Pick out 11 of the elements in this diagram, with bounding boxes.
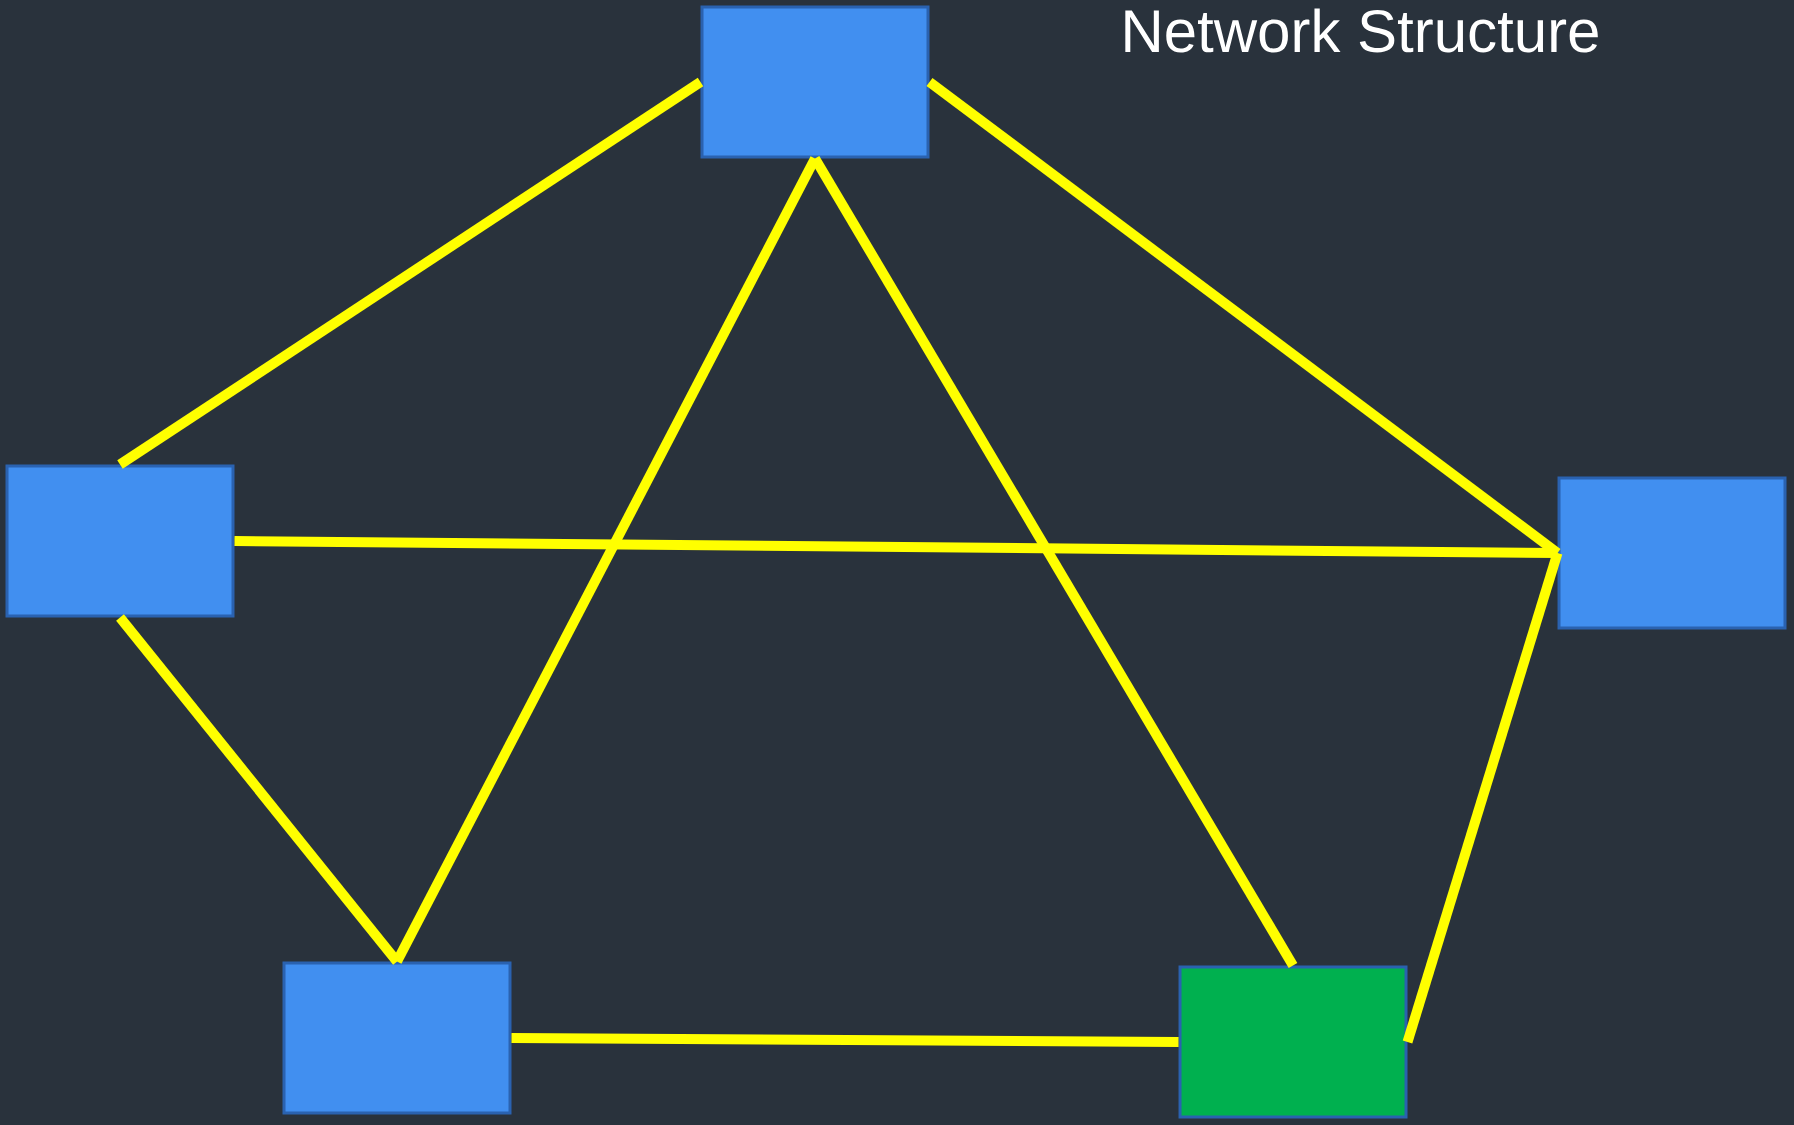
connector-line: [234, 536, 1558, 558]
box-node: [5, 464, 235, 618]
box-node: [1557, 476, 1787, 630]
title: Network Structure: [1125, 8, 1598, 53]
box-node: [282, 961, 512, 1115]
box-node: [1178, 965, 1408, 1119]
connector-line: [1402, 551, 1563, 1044]
connector-line: [511, 1033, 1179, 1047]
connector-line: [116, 614, 401, 965]
box-node: [700, 5, 930, 159]
connector-line: [117, 77, 704, 469]
